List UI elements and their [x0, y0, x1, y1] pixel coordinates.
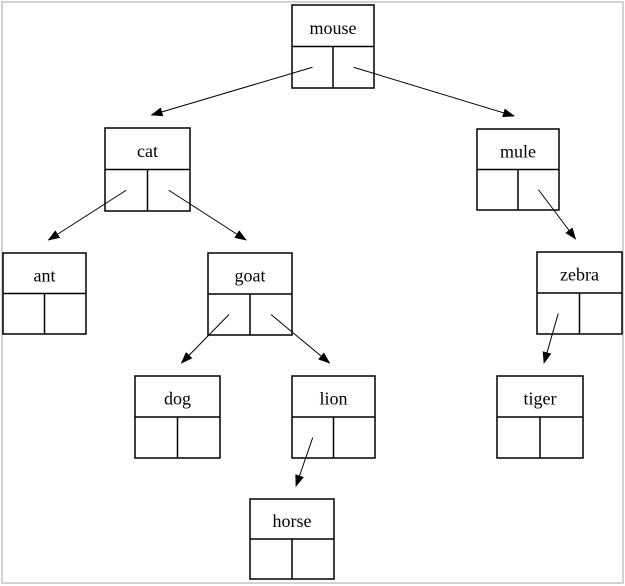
node-label: lion	[319, 389, 347, 409]
edge-lion-left-horse	[295, 437, 314, 487]
edge-mouse-left-cat	[150, 66, 313, 117]
tree-node-mule: mule	[476, 128, 560, 211]
edge-cat-left-ant	[47, 189, 127, 241]
node-label: tiger	[524, 389, 557, 409]
edge-zebra-left-tiger	[542, 313, 559, 364]
tree-node-dog: dog	[134, 375, 221, 459]
tree-node-zebra: zebra	[536, 251, 623, 335]
edge-mule-right-zebra	[538, 189, 577, 240]
node-label: dog	[164, 389, 191, 409]
tree-node-mouse: mouse	[291, 4, 375, 89]
node-label: horse	[273, 511, 312, 531]
tree-node-tiger: tiger	[496, 375, 584, 459]
node-label: mule	[500, 141, 536, 161]
edge-cat-right-goat	[168, 189, 247, 241]
edges-layer	[47, 66, 577, 487]
edge-mouse-right-mule	[353, 66, 515, 118]
node-label: zebra	[560, 265, 599, 285]
node-label: goat	[235, 266, 266, 286]
nodes-layer: mouse cat mule ant goat zebra dog lion tiger hors…	[2, 4, 623, 580]
node-label: mouse	[310, 18, 357, 38]
edge-goat-left-dog	[180, 314, 230, 364]
node-label: cat	[137, 141, 158, 161]
tree-node-ant: ant	[2, 252, 87, 335]
tree-node-horse: horse	[249, 498, 335, 580]
tree-node-lion: lion	[291, 375, 376, 459]
tree-node-cat: cat	[104, 127, 191, 212]
node-label: ant	[34, 265, 56, 285]
edge-goat-right-lion	[270, 314, 331, 364]
